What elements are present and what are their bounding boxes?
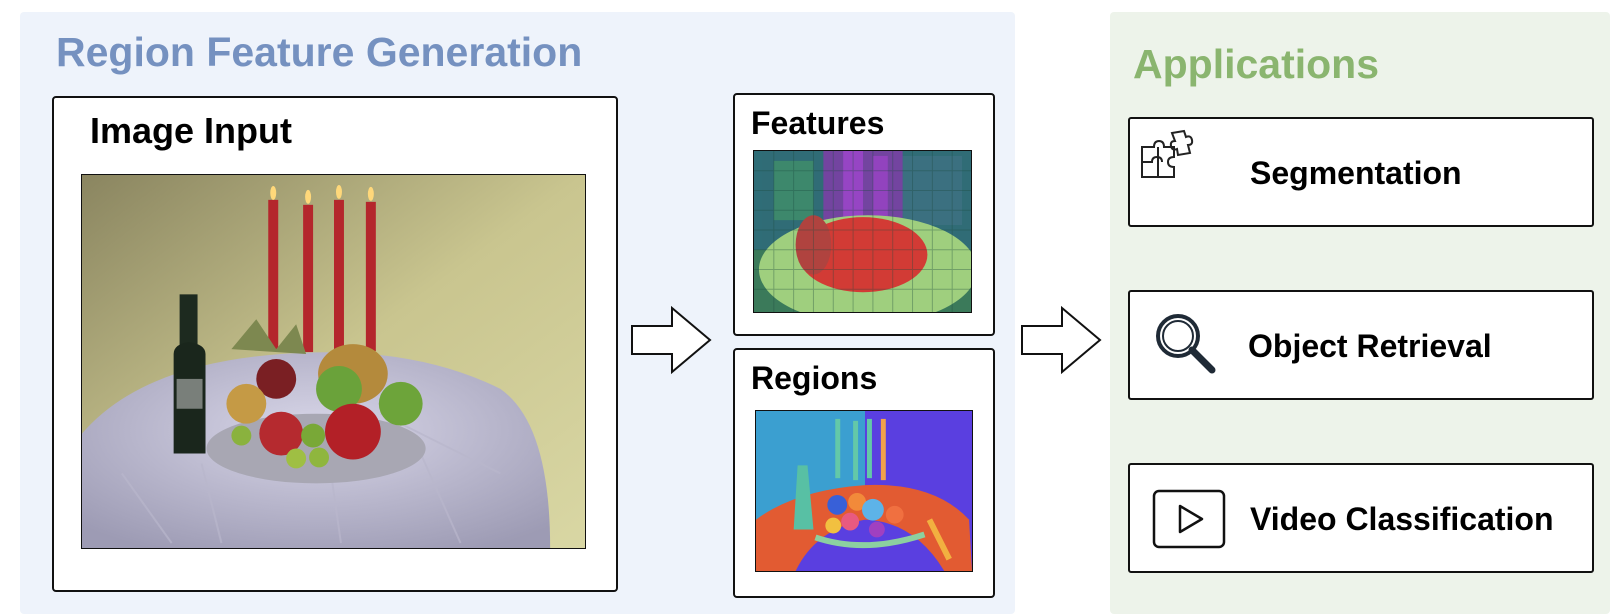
regions-label: Regions <box>751 360 878 396</box>
image-input-label: Image Input <box>90 110 293 151</box>
feature-map-image <box>753 150 972 313</box>
video-classification-card: Video Classification <box>1128 463 1594 573</box>
magnifier-icon <box>1156 314 1216 374</box>
applications-title: Applications <box>1133 41 1380 87</box>
segmentation-card: Segmentation <box>1128 117 1594 227</box>
arrow-right-icon <box>1021 306 1102 374</box>
object-retrieval-label: Object Retrieval <box>1248 328 1492 364</box>
segmentation-label: Segmentation <box>1250 155 1462 191</box>
video-classification-label: Video Classification <box>1250 501 1554 537</box>
features-label: Features <box>751 105 885 141</box>
puzzle-icon <box>1141 129 1194 178</box>
object-retrieval-card: Object Retrieval <box>1128 290 1594 400</box>
region-feature-generation-title: Region Feature Generation <box>56 29 583 75</box>
play-icon <box>1152 489 1226 549</box>
region-mask-image <box>755 410 973 572</box>
input-photo <box>81 174 586 549</box>
arrow-right-icon <box>631 306 712 374</box>
